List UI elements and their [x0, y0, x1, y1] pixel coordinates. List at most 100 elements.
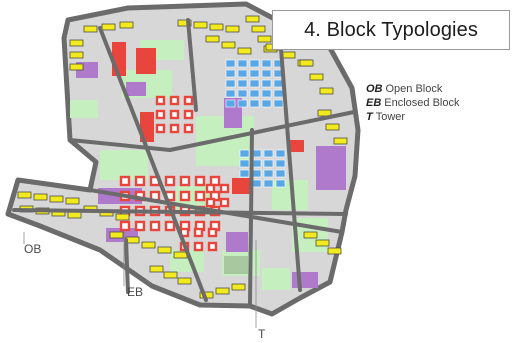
civic-area — [292, 272, 318, 288]
enclosed-block — [179, 175, 191, 187]
street — [248, 128, 254, 306]
open-block — [173, 251, 188, 259]
tower-block — [237, 79, 248, 88]
enclosed-block — [155, 95, 166, 106]
legend-key: OB — [366, 83, 383, 95]
green-space — [262, 268, 290, 290]
street — [278, 34, 302, 292]
open-block — [163, 271, 178, 279]
legend-label: Enclosed Block — [384, 97, 460, 109]
tower-block — [237, 89, 248, 98]
enclosed-block — [183, 95, 194, 106]
enclosed-block — [119, 220, 131, 232]
callout-open-block: OB — [24, 242, 42, 256]
open-block — [245, 15, 260, 23]
street — [168, 110, 356, 152]
tower-block — [261, 59, 272, 68]
tower-block — [225, 79, 236, 88]
open-block — [65, 197, 80, 205]
civic-area — [226, 232, 248, 252]
tower-block — [225, 59, 236, 68]
green-space — [100, 150, 148, 180]
street — [12, 208, 348, 216]
open-block — [225, 25, 240, 33]
enclosed-block — [193, 227, 204, 238]
enclosed-block — [193, 241, 204, 252]
tower-block — [225, 89, 236, 98]
open-block — [177, 19, 192, 27]
plaza — [224, 256, 248, 274]
civic-area — [316, 146, 346, 190]
enclosed-slab — [290, 140, 304, 152]
tower-block — [273, 99, 284, 108]
tower-block — [263, 169, 274, 178]
building-blocks — [17, 15, 348, 299]
open-block — [69, 63, 84, 71]
enclosed-block — [183, 123, 194, 134]
open-block — [115, 213, 130, 221]
legend-key: T — [366, 111, 373, 123]
callout-leaders — [23, 232, 257, 328]
open-block — [83, 25, 98, 33]
tower-block — [275, 159, 286, 168]
open-block — [157, 246, 172, 254]
open-block — [177, 277, 192, 285]
tower-block — [275, 169, 286, 178]
open-block — [209, 23, 224, 31]
open-block — [149, 265, 164, 273]
tower-block — [237, 69, 248, 78]
street — [124, 238, 130, 294]
open-block — [317, 109, 332, 117]
tower-block — [225, 99, 236, 108]
open-block — [251, 25, 266, 33]
open-block — [101, 23, 116, 31]
callout-enclosed-block: EB — [127, 285, 144, 299]
open-block — [215, 287, 230, 295]
enclosed-block — [207, 241, 218, 252]
tower-block — [263, 179, 274, 188]
enclosed-block — [179, 190, 191, 202]
title-box: 4. Block Typologies — [272, 10, 510, 50]
enclosed-block — [219, 197, 230, 208]
enclosed-block — [155, 123, 166, 134]
civic-area — [126, 82, 146, 96]
tower-block — [261, 79, 272, 88]
tower-block — [261, 99, 272, 108]
open-block — [119, 21, 134, 29]
enclosed-block — [134, 220, 146, 232]
enclosed-block — [183, 109, 194, 120]
open-block — [67, 211, 82, 219]
open-block — [69, 51, 84, 59]
enclosed-block — [205, 197, 216, 208]
diagram-title: 4. Block Typologies — [304, 18, 478, 41]
open-block — [325, 123, 340, 131]
open-block — [257, 35, 272, 43]
tower-block — [263, 159, 274, 168]
enclosed-block — [194, 190, 206, 202]
tower-block — [275, 149, 286, 158]
legend-key: EB — [366, 97, 382, 109]
tower-block — [261, 69, 272, 78]
tower-block — [249, 89, 260, 98]
enclosed-block — [169, 95, 180, 106]
open-block — [299, 59, 314, 67]
tower-block — [237, 59, 248, 68]
open-block — [237, 47, 252, 55]
tower-block — [261, 89, 272, 98]
open-block — [33, 193, 48, 201]
open-block — [69, 39, 84, 47]
open-block — [49, 195, 64, 203]
tower-block — [273, 89, 284, 98]
open-block — [141, 241, 156, 249]
enclosed-slab — [232, 178, 250, 194]
street-network — [12, 18, 356, 306]
tower-block — [239, 159, 250, 168]
callout-tower: T — [258, 327, 266, 341]
enclosed-block — [149, 220, 161, 232]
enclosed-slab — [136, 48, 156, 74]
